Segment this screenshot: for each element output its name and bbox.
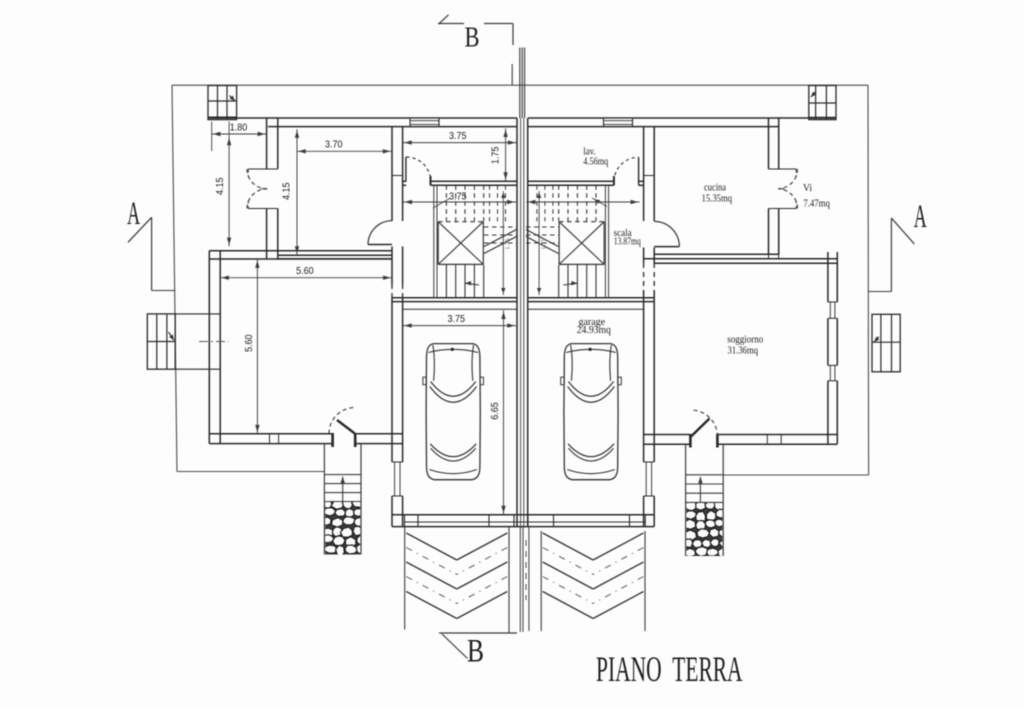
svg-text:1.75: 1.75 (541, 238, 548, 249)
svg-text:cucina: cucina (704, 182, 726, 193)
svg-text:3.75: 3.75 (449, 131, 467, 142)
svg-text:A: A (127, 196, 140, 232)
svg-text:7.47mq: 7.47mq (803, 199, 830, 210)
svg-text:1.75: 1.75 (505, 238, 512, 249)
svg-text:1.80: 1.80 (230, 123, 248, 134)
svg-text:3.75: 3.75 (448, 314, 466, 325)
svg-text:1.75: 1.75 (490, 146, 501, 164)
svg-text:B: B (465, 23, 480, 54)
svg-text:6.65: 6.65 (490, 402, 501, 420)
svg-text:PIANO TERRA: PIANO TERRA (596, 649, 743, 689)
svg-text:scala: scala (614, 228, 632, 239)
svg-text:31.36mq: 31.36mq (728, 346, 759, 357)
svg-text:4.56mq: 4.56mq (583, 157, 609, 168)
svg-text:3.75: 3.75 (449, 192, 467, 203)
svg-text:lav.: lav. (583, 147, 596, 158)
svg-text:5.60: 5.60 (244, 334, 255, 352)
svg-text:4.15: 4.15 (282, 182, 293, 200)
svg-text:Vi: Vi (803, 183, 812, 194)
svg-text:4.15: 4.15 (215, 177, 226, 195)
svg-text:soggiorno: soggiorno (727, 334, 763, 345)
svg-text:3.70: 3.70 (325, 140, 343, 151)
svg-text:B: B (467, 634, 484, 670)
svg-text:5.60: 5.60 (296, 266, 314, 277)
svg-text:13.87mq: 13.87mq (614, 237, 642, 248)
svg-text:A: A (914, 199, 927, 235)
svg-text:garage: garage (579, 317, 606, 328)
svg-text:24.93mq: 24.93mq (577, 325, 612, 336)
svg-text:15.35mq: 15.35mq (702, 194, 733, 205)
